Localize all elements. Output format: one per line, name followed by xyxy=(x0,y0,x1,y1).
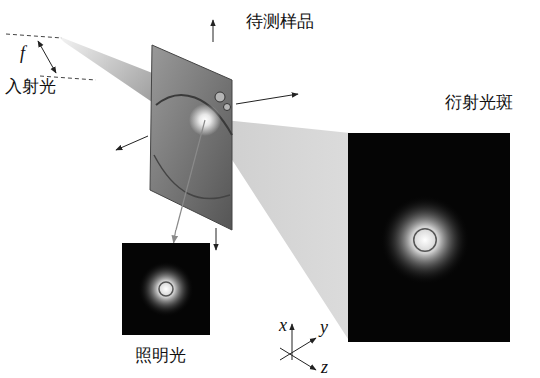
move-arrow xyxy=(213,20,214,42)
dimension-arrow xyxy=(38,41,56,73)
move-arrow xyxy=(236,94,298,104)
sample-panel: 待测样品 xyxy=(150,45,232,230)
axis-label: y xyxy=(320,318,328,338)
panel-image xyxy=(150,45,232,230)
axis-label: z xyxy=(321,358,328,378)
diffraction-panel: 衍射光斑 xyxy=(348,133,510,342)
panel-title: 衍射光斑 xyxy=(445,93,513,112)
panel-image xyxy=(122,243,210,335)
beam-arrow xyxy=(174,230,176,243)
move-arrow xyxy=(216,228,217,250)
move-arrow xyxy=(116,136,148,150)
focal-length-symbol: f xyxy=(20,44,25,64)
panel-title: 照明光 xyxy=(135,346,186,365)
illumination-panel: 照明光 xyxy=(122,243,210,335)
dimension-line xyxy=(6,34,62,38)
axis-label: x xyxy=(279,316,287,336)
panel-title: 待测样品 xyxy=(246,12,314,31)
panel-image xyxy=(348,133,510,342)
beam-label: 入射光 xyxy=(5,77,56,96)
diffraction-cone xyxy=(205,118,510,342)
